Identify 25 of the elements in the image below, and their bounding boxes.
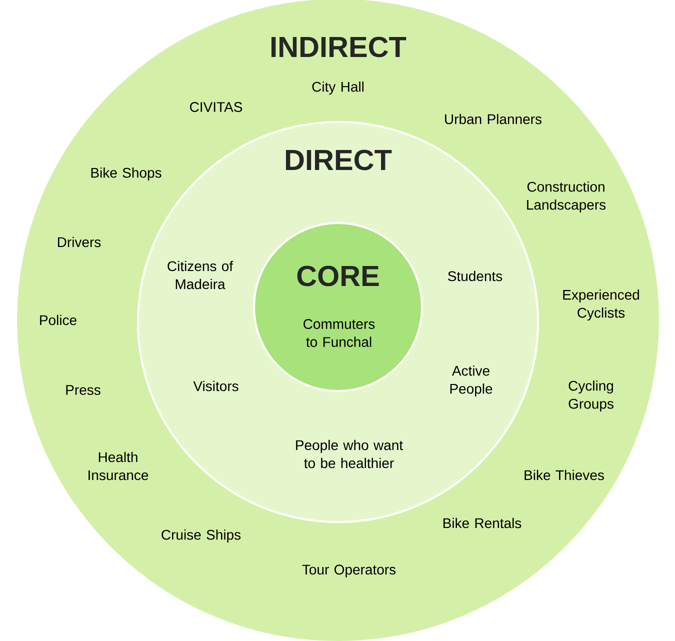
stakeholder-label: Cycling Groups: [568, 380, 614, 412]
stakeholder-label: Bike Rentals: [443, 518, 522, 528]
stakeholder-label: Press: [66, 385, 100, 395]
stakeholder-label: Visitors: [193, 380, 238, 392]
ring: [253, 222, 423, 392]
stakeholder-label: Experienced Cyclists: [563, 289, 639, 321]
stakeholder-label: Bike Thieves: [524, 470, 604, 480]
stakeholder-label: Students: [448, 270, 502, 282]
stakeholder-label: Urban Planners: [445, 114, 542, 124]
stakeholder-label: Bike Shops: [91, 167, 162, 181]
stakeholder-label: Construction Landscapers: [527, 181, 606, 213]
ring-text: Commuters to Funchal: [304, 319, 375, 347]
stakeholder-label: City Hall: [312, 81, 364, 95]
ring-heading: CORE: [297, 266, 379, 286]
stakeholder-label: Citizens of Madeira: [168, 260, 234, 290]
stakeholder-label: Health Insurance: [88, 452, 148, 480]
stakeholder-label: Tour Operators: [302, 564, 396, 578]
stakeholder-label: Active People: [450, 365, 492, 397]
ring-heading: INDIRECT: [271, 36, 406, 58]
ring-heading: DIRECT: [286, 150, 392, 170]
stakeholder-label: Police: [40, 314, 76, 326]
stakeholder-label: CIVITAS: [190, 102, 242, 112]
stakeholder-label: People who want to be healthier: [296, 440, 403, 468]
stakeholder-label: Cruise Ships: [162, 529, 241, 543]
stakeholder-label: Drivers: [58, 236, 101, 248]
